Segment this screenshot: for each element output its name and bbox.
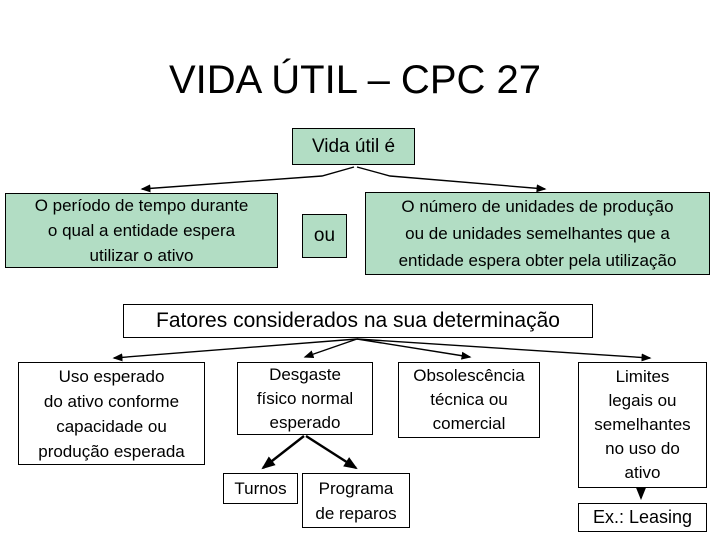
sub-box-turnos: Turnos <box>223 473 298 504</box>
arrow-desgaste-to-programa <box>305 434 358 470</box>
definition-box-period: O período de tempo durante o qual a enti… <box>5 193 278 268</box>
factor-box-limites: Limites legais ou semelhantes no uso do … <box>578 362 707 488</box>
factors-heading-box: Fatores considerados na sua determinação <box>123 304 593 338</box>
root-box-vida-util: Vida útil é <box>292 128 415 165</box>
arrow-factors-to-desgaste <box>303 338 358 358</box>
example-box-leasing: Ex.: Leasing <box>578 503 707 532</box>
arrow-factors-to-uso <box>112 338 358 362</box>
sub-box-programa-de-reparos: Programa de reparos <box>302 473 410 528</box>
factor-box-obsolescencia: Obsolescência técnica ou comercial <box>398 362 540 438</box>
arrow-factors-to-obsolescencia <box>356 338 472 360</box>
connector-box-ou: ou <box>302 214 347 258</box>
arrow-factors-to-limites <box>356 338 652 362</box>
arrow-root-to-units <box>356 166 547 193</box>
factor-box-uso-esperado: Uso esperado do ativo conforme capacidad… <box>18 362 205 465</box>
definition-box-units: O número de unidades de produção ou de u… <box>365 192 710 275</box>
factor-box-desgaste: Desgaste físico normal esperado <box>237 362 373 435</box>
slide-title: VIDA ÚTIL – CPC 27 <box>169 58 541 102</box>
arrow-desgaste-to-turnos <box>261 435 305 470</box>
arrow-root-to-period <box>140 166 355 193</box>
